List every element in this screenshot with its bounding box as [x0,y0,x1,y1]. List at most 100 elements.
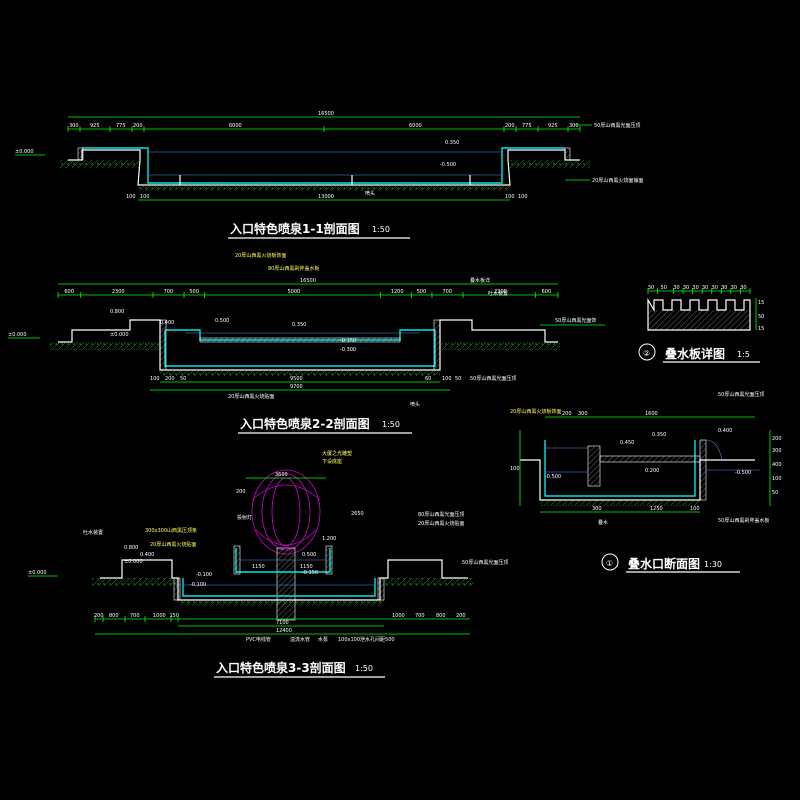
dim-label: 30 [721,285,727,291]
d1-r5: 50 [772,490,778,496]
label-2-b: 80厚山西黑剁斧盖水板 [268,265,319,272]
title-section-1: 入口特色喷泉1-1剖面图 [230,221,360,236]
dim-inner-1: 13000 [318,194,334,200]
dim-label: 200 [94,613,104,619]
dim-label: 925 [548,123,558,129]
dim-label: 30 [702,285,708,291]
d2-side-a: 15 [758,300,764,306]
dim-total-1: 16500 [318,111,334,117]
dim-label: 5000 [288,289,301,295]
s3-lv-c: 0.400 [140,552,154,558]
s3-lv-d: -0.100 [196,572,212,578]
dim-2-b3: 50 [180,376,186,382]
label-2-g: 20厚山西黑火烧贴面 [228,393,274,400]
s3-total: 12400 [276,628,292,634]
d2-num: ② [643,349,650,358]
dim-label: 1200 [391,289,404,295]
dim-label: 500 [417,289,427,295]
dim-2-b2: 200 [165,376,175,382]
s3-top-a: 3600 [275,472,288,478]
d1-r2: 300 [772,448,782,454]
dim-label: 6000 [409,123,422,129]
label-1-nozzle: 喷头 [365,190,375,197]
dim-2-b6: 50 [455,376,461,382]
label-2-f: 50厚山西黑光面压顶 [470,375,516,382]
dim-b2: 100 [140,194,150,200]
dim-label: 300 [569,123,579,129]
dim-label: 30 [740,285,746,291]
dim-label: 1000 [392,613,405,619]
d1-lv-d: -0.500 [545,474,561,480]
s3-label-e: 50厚山西黑光面压顶 [462,559,508,566]
d1-num: ① [606,559,613,568]
level-1-b: -0.500 [440,162,456,168]
level-2-zero: ±0.000 [8,332,27,338]
level-2-c: 0.400 [160,320,174,326]
sculpture-outline [251,469,321,555]
detail-1: 20厚山西黑火烧板饰面 50厚山西黑光面压顶 200 300 1600 0.45… [510,391,782,573]
s3-top-b: 200 [236,489,246,495]
s3-label-spout: 吐水装置 [83,529,103,536]
label-1-paving: 20厚山西黑火烧面铺面 [592,177,643,184]
level-2-a: 0.800 [110,309,124,315]
dim-b1: 100 [126,194,136,200]
dim-2-b1: 100 [150,376,160,382]
d1-lv-e: 0.200 [645,468,659,474]
s3-lv-g: 0.500 [302,552,316,558]
d1-r1: 200 [772,436,782,442]
dim-label: 700 [164,289,174,295]
s3-label-d: 20厚山西黑火烧贴面 [418,520,464,527]
s3-label-b: 20厚山西黑火烧贴面 [150,541,196,548]
s3-inner-b: 1150 [300,564,313,570]
dim-label: 30 [648,285,654,291]
dim-label: 700 [415,613,425,619]
title-detail-1: 叠水口断面图 [628,556,700,571]
dim-label: 925 [90,123,100,129]
dim-total-2: 16500 [300,278,316,284]
dim-label: 30 [673,285,679,291]
s3-top-c: 2650 [351,511,364,517]
dim-label: 1000 [153,613,166,619]
d1-r4: 100 [772,476,782,482]
dim-2-b4: 60 [425,376,431,382]
level-2-b: ±0.000 [110,332,129,338]
d1-label-b: 50厚山西黑光面压顶 [718,391,764,398]
dim-2-sub: 9500 [290,376,303,382]
dim-label: 700 [130,613,140,619]
dim-label: 50 [661,285,667,291]
s3-lv-a: 0.800 [124,545,138,551]
s3-label-a: 300x300山西黑压顶条 [145,527,197,534]
s3-mid: 7100 [276,620,289,626]
dim-label: 200 [505,123,515,129]
d1-top-b: 300 [578,411,588,417]
d1-r3: 400 [772,462,782,468]
scale-section-3: 1:50 [355,664,373,673]
d2-side-c: 15 [758,326,764,332]
s3-label-base: 下设底座 [322,458,342,465]
level-2-g: -0.300 [340,347,356,353]
label-2-e: 50厚山西黑光面饰 [555,317,596,324]
s3-label-pump: 水泵 [318,636,328,643]
d1-label-c: 叠水 [598,519,608,526]
level-2-e: 0.350 [292,322,306,328]
d1-b3: 100 [690,506,700,512]
d1-lv-c: 0.400 [718,428,732,434]
dim-label: 600 [64,289,74,295]
scale-section-2: 1:50 [382,420,400,429]
d1-label-a: 20厚山西黑火烧板饰面 [510,408,561,415]
d1-top-a: 200 [562,411,572,417]
d1-label-d: 50厚山西黑剁斧盖水板 [718,517,769,524]
s3-label-pvc: PVC电线管 [246,636,271,643]
scale-detail-2: 1:5 [737,350,750,359]
dim-label: 775 [522,123,532,129]
scale-detail-1: 1:30 [704,560,722,569]
dim-label: 800 [436,613,446,619]
dim-label: 150 [170,613,180,619]
s3-lv-h: -0.150 [302,570,318,576]
s3-label-sculpture: 大厦之光雕塑 [322,450,352,457]
level-2-d: 0.500 [215,318,229,324]
